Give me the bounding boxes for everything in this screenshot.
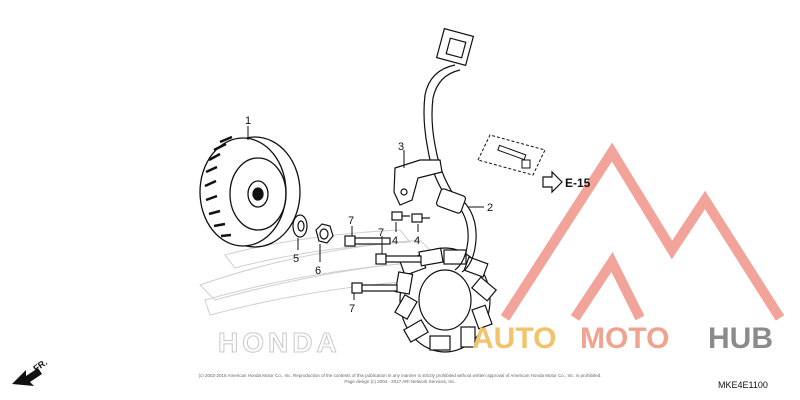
watermark-hub: HUB [708, 322, 773, 355]
bolt-part-4 [391, 211, 430, 223]
part-label-1: 1 [245, 115, 251, 127]
reference-arrow-icon [542, 170, 563, 194]
flywheel-nut [315, 223, 334, 244]
copyright-line-2: Page design (c) 2004 - 2017 ARI Network … [344, 379, 455, 384]
bolt-part-7 [344, 235, 422, 294]
leader-lines [247, 126, 484, 300]
part-label-3: 3 [398, 141, 404, 153]
part-label-4a: 4 [392, 235, 398, 247]
watermark-logo-icon [500, 142, 785, 321]
grommet [435, 188, 467, 214]
part-label-7c: 7 [349, 303, 355, 315]
washer [292, 214, 308, 238]
copyright-line-1: (c) 2002-2015 American Honda Motor Co., … [199, 373, 602, 378]
watermark-moto: MOTO [580, 322, 669, 355]
part-label-6: 6 [315, 265, 321, 277]
connector [435, 27, 475, 67]
diagram-code: MKE4E1100 [718, 380, 768, 390]
part-label-5: 5 [293, 253, 299, 265]
wire-clamp [393, 159, 443, 206]
part-label-7b: 7 [378, 227, 384, 239]
honda-brand-text: HONDA [218, 327, 341, 358]
reference-bolt [477, 134, 546, 176]
front-direction-icon [12, 368, 42, 386]
reference-label: E-15 [565, 176, 591, 190]
part-label-2: 2 [487, 202, 493, 214]
watermark-auto: AUTO [472, 322, 556, 355]
part-label-7a: 7 [348, 215, 354, 227]
flywheel [199, 135, 301, 248]
part-label-4b: 4 [414, 235, 420, 247]
